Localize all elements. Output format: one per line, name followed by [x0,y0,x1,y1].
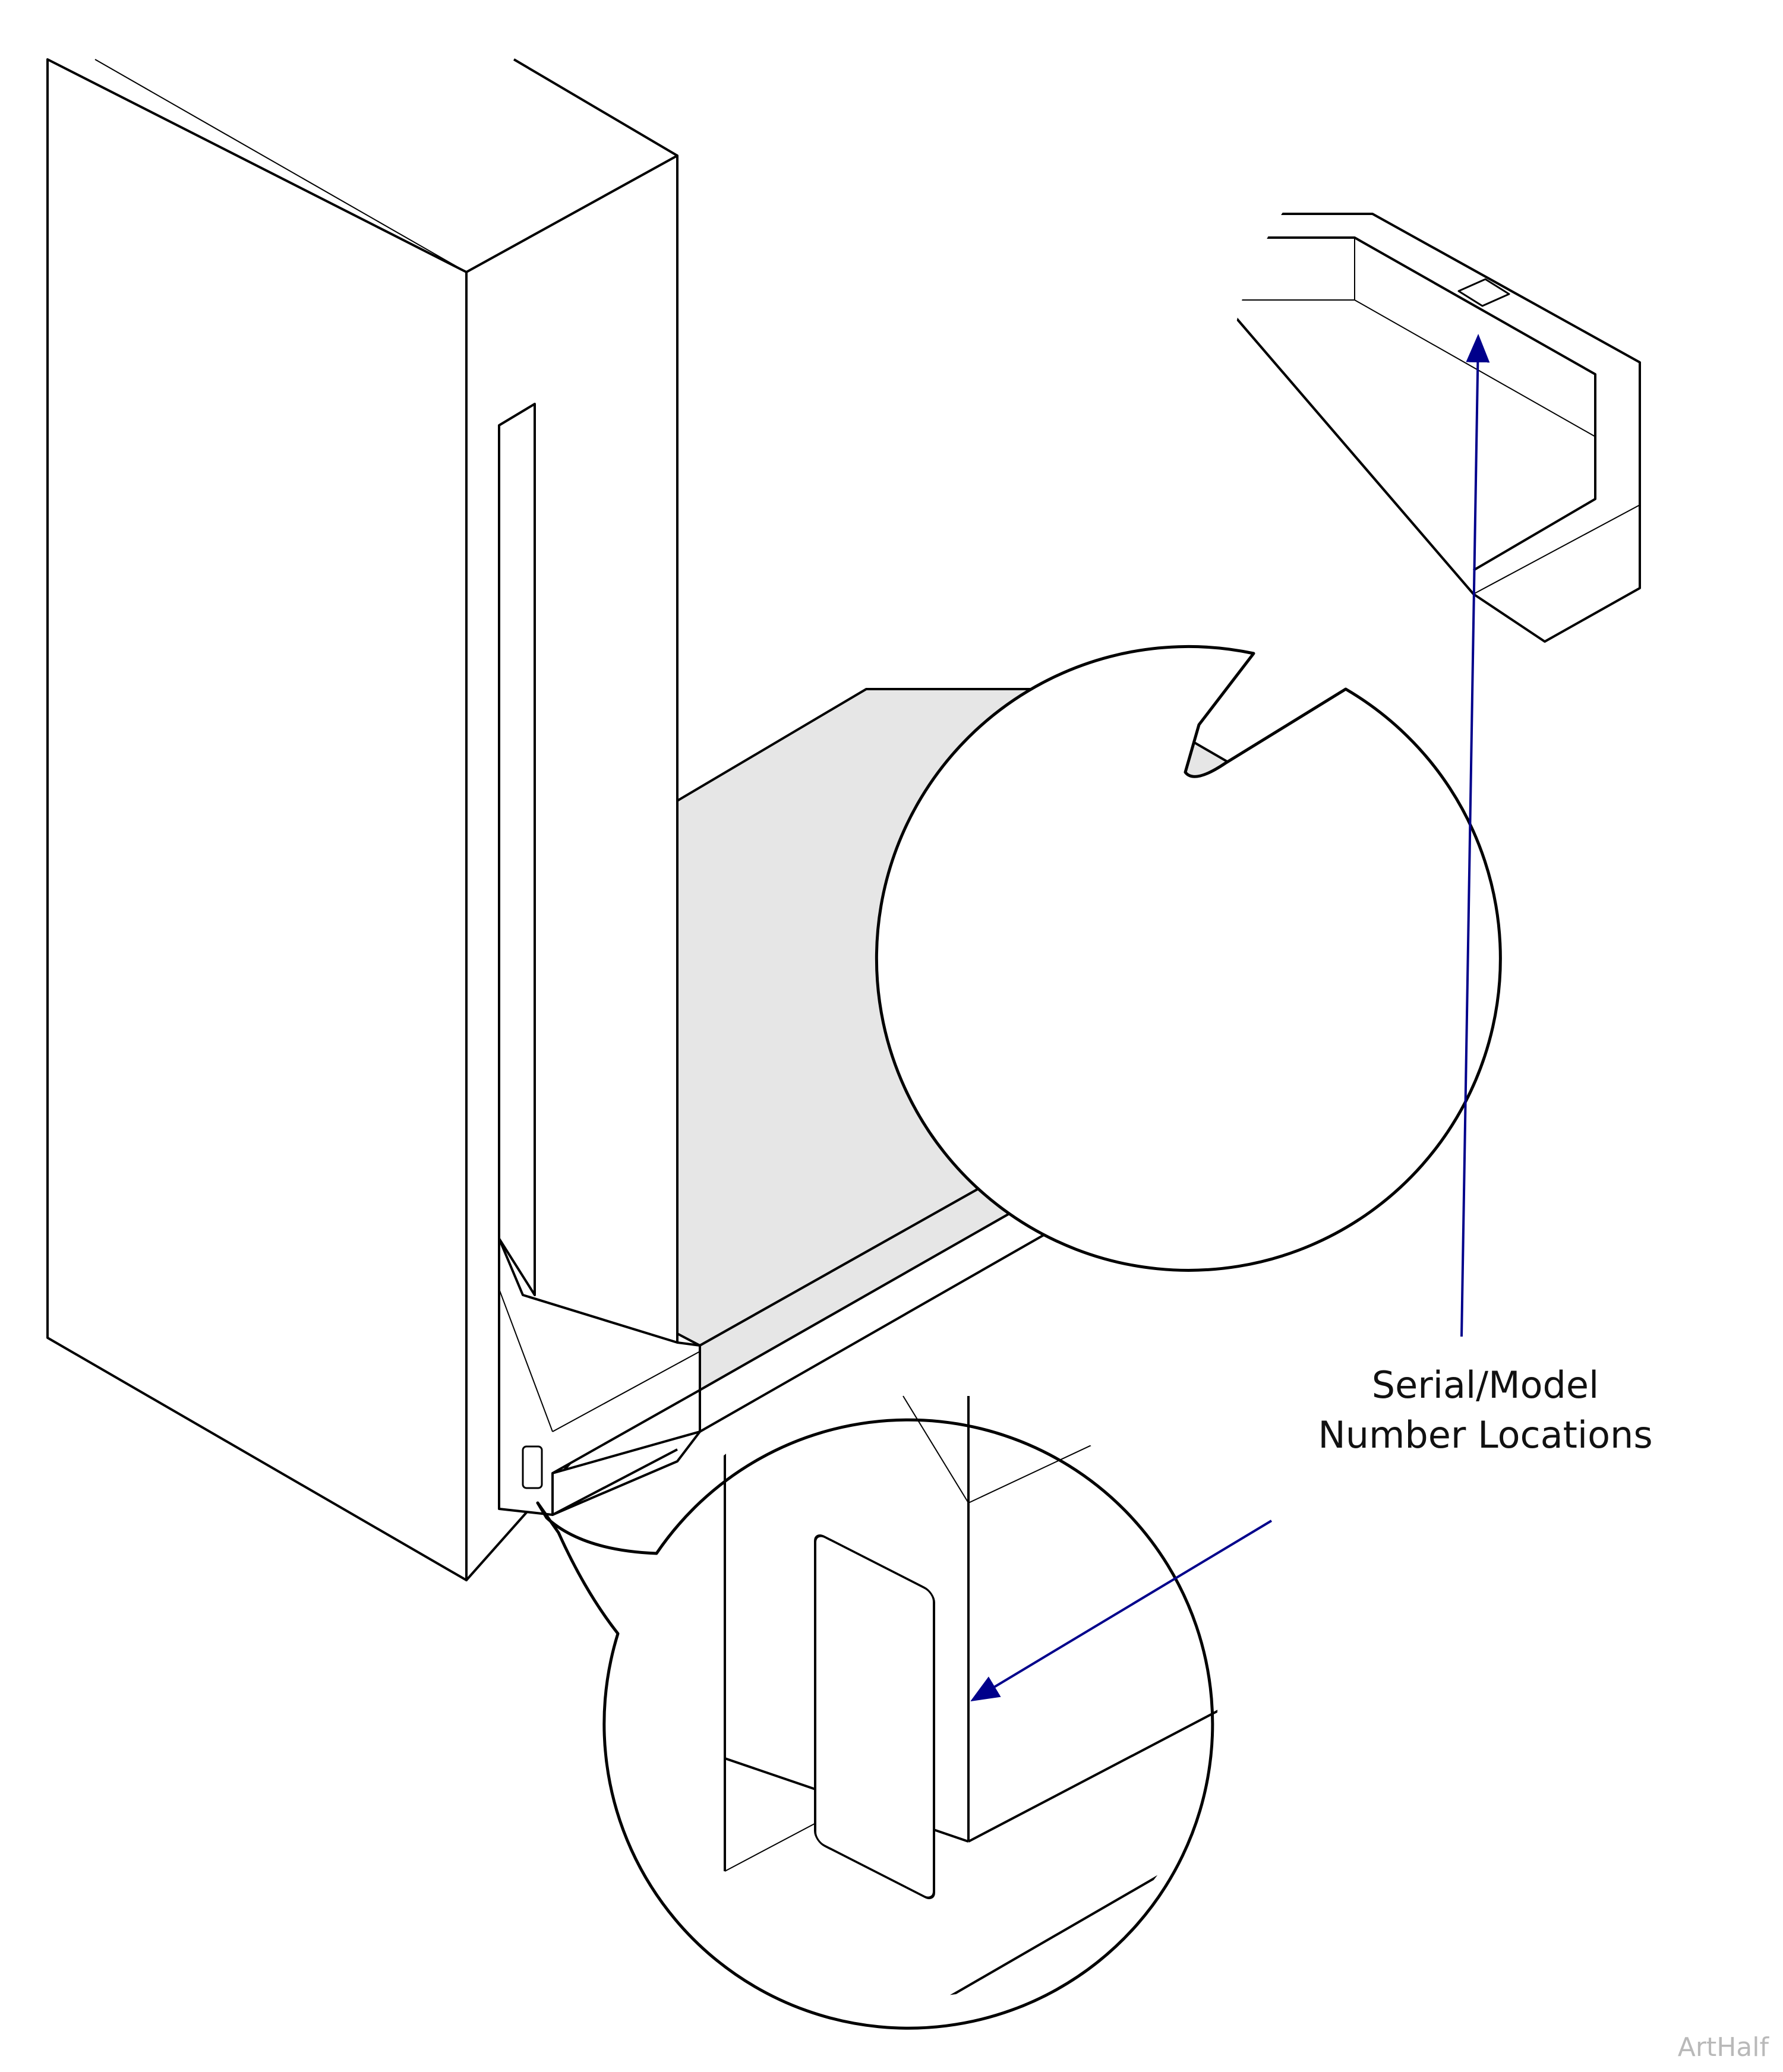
base-bracket [498,1237,701,1516]
leader-arrow-bottom [970,1520,1273,1702]
top-detail-bubble [875,213,1641,1272]
front-slot [498,403,536,1296]
top-bubble-outline [875,645,1502,1272]
bottom-detail-label-plate [814,1534,935,1900]
bottom-detail-bubble [536,1389,1218,2030]
watermark: ArtHalf [1677,2032,1769,2062]
callout-label-line2: Number Locations [1318,1413,1653,1457]
leader-arrows [970,334,1490,1702]
small-label-plate [522,1445,543,1489]
top-detail-label-plate [1457,278,1510,307]
callout-label: Serial/Model Number Locations [1236,1360,1735,1460]
cabinet-column [46,58,679,1581]
cabinet-back-edge [94,59,467,273]
base-bottom-edge [551,1430,701,1516]
callout-label-line1: Serial/Model [1371,1363,1599,1407]
cabinet-top-edge [513,58,679,157]
leader-arrow-top [1460,334,1490,1337]
cabinet-side-face [46,58,468,1581]
